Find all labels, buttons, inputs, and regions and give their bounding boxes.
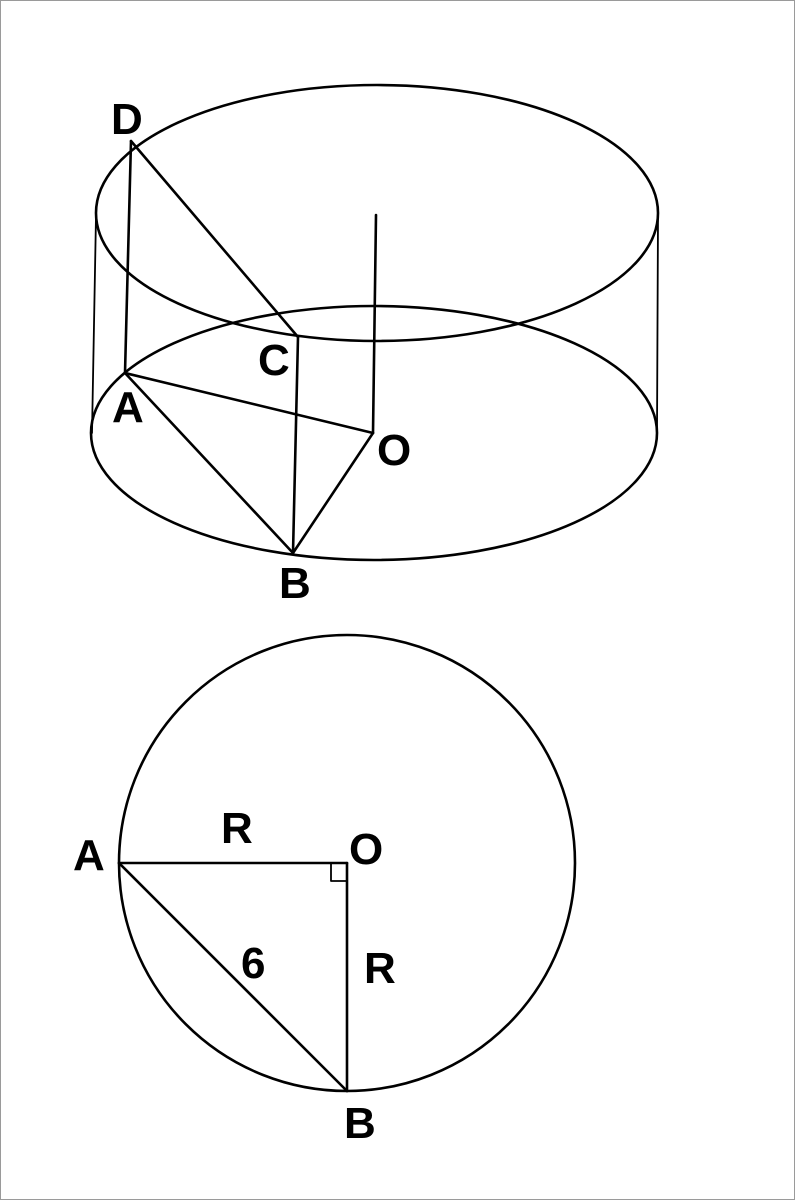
point-label-A-circle: A — [73, 831, 105, 880]
segment-label-OB: R — [364, 944, 396, 993]
segment-OB — [291, 431, 375, 555]
point-label-A: A — [112, 383, 144, 432]
cylinder-top-ellipse — [94, 83, 660, 343]
point-label-O-circle: O — [349, 825, 383, 874]
chord-AB — [117, 861, 349, 1093]
point-label-D: D — [111, 95, 143, 144]
segment-AB — [123, 371, 295, 555]
cylinder-left-side — [91, 215, 97, 434]
point-label-C: C — [258, 336, 290, 385]
point-label-O: O — [377, 426, 411, 475]
segment-DA — [123, 139, 133, 375]
right-angle-mark — [330, 862, 348, 882]
cylinder-axis — [371, 213, 378, 435]
cylinder-right-side — [656, 215, 659, 434]
segment-label-AO: R — [221, 804, 253, 853]
circle-figure: A O B R R 6 — [73, 633, 577, 1148]
point-label-B-circle: B — [344, 1099, 376, 1148]
cylinder-figure: D C A O B — [89, 83, 660, 608]
segment-DC — [129, 139, 300, 339]
segment-label-AB: 6 — [241, 939, 265, 988]
point-label-B: B — [279, 559, 311, 608]
segment-CB — [291, 335, 300, 555]
segment-AO — [123, 371, 375, 435]
